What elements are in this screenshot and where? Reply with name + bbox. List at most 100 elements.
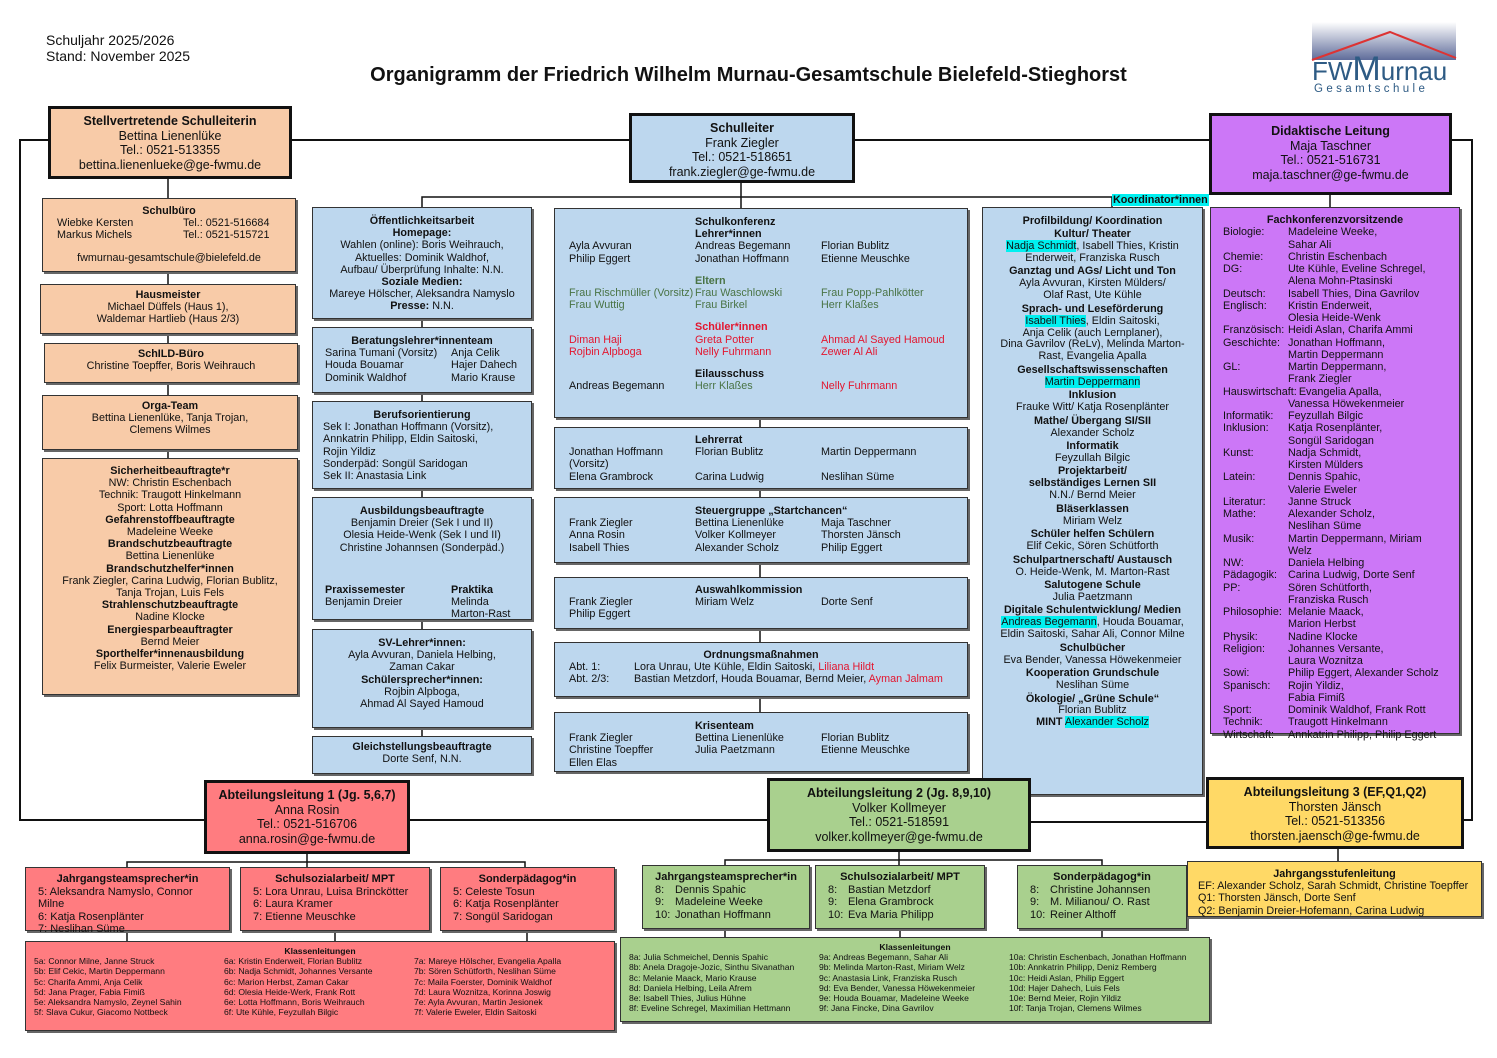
section-heading: SchILD-Büro bbox=[138, 348, 204, 360]
labeled-row: Inklusion:Katja Rosenplänter, bbox=[1223, 422, 1447, 434]
member-name: Thorsten Jänsch bbox=[821, 529, 901, 542]
text-line: Neslihan Süme bbox=[1055, 679, 1130, 692]
labeled-row: 8:Christine Johannsen bbox=[1030, 884, 1174, 897]
member-name: 10d: Hajer Dahech, Luis Fels bbox=[1009, 982, 1120, 993]
labeled-row: PP:Sören Schütforth, bbox=[1223, 582, 1447, 594]
member-name: 5d: Jana Prager, Fabia Fimiß bbox=[34, 986, 145, 997]
member-name: 8d: Daniela Helbing, Leila Afrem bbox=[629, 982, 752, 993]
member-name: Florian Bublitz bbox=[695, 446, 764, 459]
text-line: Elif Cekic, Sören Schütforth bbox=[1026, 540, 1159, 553]
section-heading: Salutogene Schule bbox=[1044, 579, 1141, 591]
labeled-row: Laura Woznitza bbox=[1223, 655, 1447, 667]
member-name: 8b: Anela Dragoje-Jozic, Sinthu Sivanath… bbox=[629, 962, 795, 973]
text-line: Bettina Lienenlüke, Tanja Trojan, bbox=[91, 412, 249, 425]
row-value: Laura Woznitza bbox=[1288, 655, 1363, 667]
text-line: Volker Kollmeyer bbox=[852, 800, 946, 815]
row-label: 8: bbox=[828, 883, 838, 896]
row-label: Französisch: bbox=[1223, 324, 1285, 337]
section-heading: Ausbildungsbeauftragte bbox=[359, 505, 485, 517]
text-line: Bernd Meier bbox=[140, 635, 200, 648]
text-line: Felix Burmeister, Valerie Eweler bbox=[93, 660, 247, 673]
labeled-row: 10:Reiner Althoff bbox=[1030, 909, 1174, 922]
member-name: 7a: Mareye Hölscher, Evangelia Apalla bbox=[414, 956, 562, 967]
member-name: 6a: Kristin Enderweit, Florian Bublitz bbox=[224, 956, 363, 967]
spacer bbox=[569, 720, 695, 732]
section-heading: Projektarbeit/ selbständiges Lernen SII bbox=[1028, 465, 1157, 490]
section-heading: Fachkonferenzvorsitzende bbox=[1266, 214, 1404, 226]
text-line: Enderweit, Franziska Rusch bbox=[1025, 251, 1160, 264]
section-heading: Eilausschuss bbox=[569, 368, 953, 380]
row-value: Feyzullah Bilgic bbox=[1288, 410, 1364, 422]
text-segment: N.N. bbox=[429, 300, 454, 313]
text-line: Dorte Senf, N.N. bbox=[382, 753, 462, 766]
section-heading: Jahrgangsteamsprecher*in bbox=[655, 871, 797, 883]
member-name: 9a: Andreas Begemann, Sahar Ali bbox=[819, 952, 948, 963]
text-segment: , Eldin Saitoski, bbox=[1085, 314, 1160, 327]
text-line: 7: Songül Saridogan bbox=[453, 910, 553, 923]
row-value: Franziska Rusch bbox=[1288, 593, 1369, 606]
text-line: Ahmad Al Sayed Hamoud bbox=[360, 698, 484, 711]
spacer bbox=[569, 311, 953, 321]
row-label bbox=[1223, 484, 1286, 496]
row-value: Sören Schütforth, bbox=[1288, 581, 1373, 594]
member-name: Frau Waschlowski bbox=[695, 287, 783, 300]
labeled-row: Sahar Ali bbox=[1223, 239, 1447, 251]
member-name: Jonathan Hoffmann bbox=[695, 252, 790, 265]
text-line: Isabell Thies, Eldin Saitoski, bbox=[985, 314, 1200, 328]
member-name: Philip Eggert bbox=[821, 541, 883, 554]
text-line: Tel.: 0521-518591 bbox=[848, 815, 950, 829]
row-label: 9: bbox=[655, 896, 665, 909]
member-name: 10f: Tanja Trojan, Clemens Wilmes bbox=[1009, 1003, 1142, 1014]
labeled-row: Geschichte:Jonathan Hoffmann, bbox=[1223, 337, 1447, 349]
row-label: DG: bbox=[1223, 263, 1243, 275]
spacer bbox=[569, 228, 695, 240]
spacer bbox=[569, 275, 695, 287]
labeled-row: DG:Ute Kühle, Eveline Schregel, bbox=[1223, 263, 1447, 275]
spacer bbox=[569, 321, 695, 333]
labeled-row: Neslihan Süme bbox=[1223, 520, 1447, 532]
spacer bbox=[569, 505, 695, 517]
labeled-row: Deutsch:Isabell Thies, Dina Gavrilov bbox=[1223, 288, 1447, 300]
member-name: Anna Rosin bbox=[569, 529, 625, 542]
labeled-row: Fabia Fimiß bbox=[1223, 692, 1447, 704]
member-name: Martin Deppermann bbox=[821, 446, 917, 459]
row-value: Martin Deppermann, Miriam Welz bbox=[1288, 532, 1422, 557]
member-row: Sarina Tumani (Vorsitz)Anja Celik bbox=[325, 347, 519, 359]
row-value: Kirsten Mülders bbox=[1288, 459, 1364, 471]
section-heading: Hausmeister bbox=[135, 289, 201, 301]
text-segment: , Houda Bouamar, bbox=[1096, 616, 1184, 629]
labeled-row: Spanisch:Rojin Yildiz, bbox=[1223, 680, 1447, 692]
text-line: Madeleine Weeke bbox=[126, 526, 214, 539]
member-name: Elena Grambrock bbox=[569, 470, 654, 483]
row-label: Abt. 2/3: bbox=[569, 673, 610, 686]
member-name: 10b: Annkatrin Philipp, Deniz Remberg bbox=[1009, 962, 1157, 973]
row-label bbox=[1223, 349, 1286, 361]
labeled-row: Alena Mohn-Ptasinski bbox=[1223, 275, 1447, 287]
row-value: Daniela Helbing bbox=[1288, 557, 1365, 569]
section-heading: Schülersprecher*innen: bbox=[361, 673, 483, 686]
section-heading: Inklusion bbox=[1068, 389, 1117, 402]
labeled-row: Songül Saridogan bbox=[1223, 435, 1447, 447]
row-label bbox=[1223, 398, 1286, 410]
text-line: Nadja Schmidt, Isabell Thies, Kristin bbox=[985, 240, 1200, 253]
abteilungsleitung-2-box: Abteilungsleitung 2 (Jg. 8,9,10)Volker K… bbox=[767, 778, 1031, 852]
text-line: Bettina Lienenlüke bbox=[125, 550, 215, 563]
section-heading: Homepage: bbox=[392, 227, 452, 240]
section-heading: Schulleiter bbox=[710, 121, 774, 135]
spacer bbox=[569, 584, 695, 596]
row-value: Martin Deppermann bbox=[1288, 348, 1384, 361]
row-label bbox=[1223, 692, 1286, 704]
spacer bbox=[569, 216, 695, 228]
steuergruppe-box: Steuergruppe „Startchancen“Frank Ziegler… bbox=[554, 497, 968, 563]
member-name: 7d: Laura Woznitza, Korinna Joswig bbox=[414, 986, 551, 997]
